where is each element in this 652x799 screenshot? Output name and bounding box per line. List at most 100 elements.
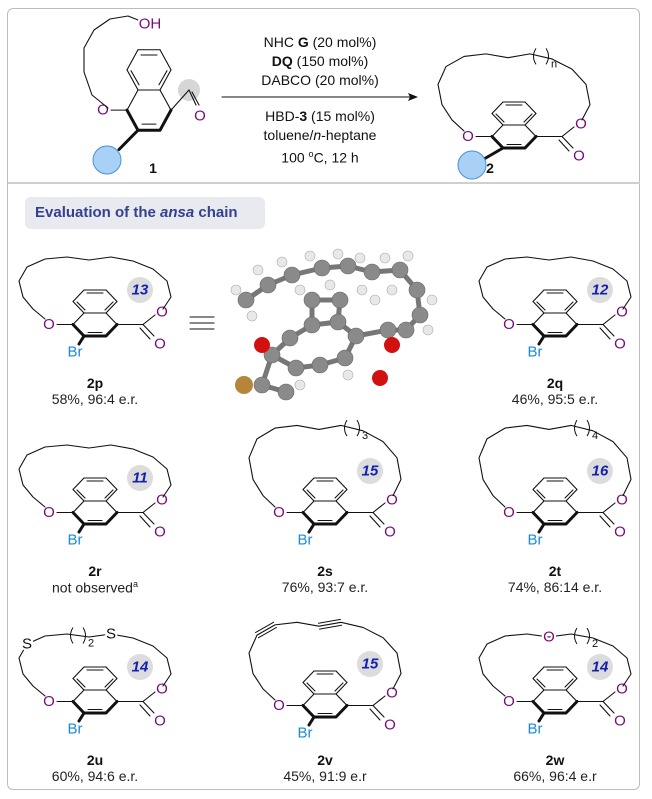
bromine-atom: Br: [68, 344, 83, 361]
ansa-chain: [437, 53, 591, 132]
ring-bond: [72, 488, 85, 502]
ring-bond: [524, 101, 537, 115]
carbon-atom-ball: [331, 291, 349, 309]
aromatic-bond: [104, 489, 114, 499]
aromatic-bond: [564, 489, 574, 499]
repeat-count: 2: [592, 638, 598, 650]
condition-below-line: HBD-3 (15 mol%): [220, 107, 420, 125]
condition-below-line: 100 oC, 12 h: [220, 145, 420, 167]
aromatic-bond: [536, 301, 546, 311]
carbon-atom-ball: [408, 281, 426, 299]
yield-er-text: 60%, 94:6 e.r.: [51, 768, 139, 784]
carbonyl-bond: [369, 515, 381, 528]
ring-bond: [565, 677, 578, 691]
ring-bond: [524, 124, 537, 138]
ring-bond: [105, 689, 118, 703]
compound-label: 2p: [86, 375, 104, 391]
repeat-count: n: [551, 58, 557, 70]
ring-bond: [159, 89, 172, 111]
ring-bond: [335, 681, 348, 695]
repeat-bracket-left: [574, 419, 578, 437]
title-pre: Evaluation of the: [35, 204, 161, 221]
carbonyl-bond: [602, 323, 615, 337]
oxygen-atom: O: [97, 102, 109, 119]
repeat-count: 2: [88, 638, 94, 650]
ring-bond: [532, 300, 545, 314]
condition-text: (150 mol%): [292, 53, 369, 69]
footnote-marker: a: [132, 579, 138, 589]
title-post: chain: [194, 204, 238, 221]
bold-ring-bonds: [125, 108, 173, 132]
ring-bond: [302, 500, 315, 514]
bromine-atom: Br: [68, 532, 83, 549]
condition-text: HBD-: [265, 108, 300, 124]
carbon-atom-ball: [283, 266, 301, 284]
compound-result: 74%, 86:14 e.r.: [508, 579, 602, 595]
repeat-bracket-left: [574, 627, 578, 645]
condition-sup: o: [308, 149, 314, 159]
ring-bond: [72, 500, 85, 514]
repeat-bracket-right: [586, 627, 590, 645]
bromine-atom: Br: [298, 532, 313, 549]
condition-text: toluene/: [263, 127, 314, 143]
compound-label: 2q: [546, 375, 564, 391]
crystal-structure-model: [230, 248, 438, 401]
carbonyl-oxygen: O: [154, 524, 166, 541]
hydroxyalkyl-chain: [83, 15, 139, 109]
yield-er-text: not observed: [52, 579, 133, 596]
hydrogen-atom-ball: [246, 310, 258, 322]
ring-bond: [159, 49, 172, 71]
ring-size-badge: [127, 654, 153, 680]
bold-ring-bonds: [490, 135, 538, 150]
bromine-atom: Br: [528, 532, 543, 549]
compound-label: 2u: [86, 752, 104, 768]
carbon-atom-ball: [339, 257, 357, 275]
ring-size-number: 15: [362, 656, 379, 673]
ring-bond: [565, 666, 578, 680]
bold-ring-bonds: [301, 704, 349, 719]
ring-bond: [105, 289, 118, 303]
ester-oxygen: O: [616, 681, 628, 698]
alkyne-bond: [319, 624, 343, 630]
condition-bold: G: [297, 34, 309, 50]
repeat-bracket-left: [70, 627, 74, 644]
ansa-chain: [18, 633, 172, 697]
compound-result: 58%, 96:4 e.r.: [52, 391, 138, 407]
ansa-chain: [478, 424, 632, 508]
ring-bond: [532, 488, 545, 502]
ring-size-number: 11: [132, 470, 148, 487]
ansa-chain: [478, 256, 632, 320]
ester-oxygen: O: [156, 492, 168, 509]
aromatic-bond: [564, 678, 574, 688]
hydrogen-atom-ball: [422, 324, 434, 336]
hydrogen-atom-ball: [369, 294, 381, 306]
hydrogen-atom-ball: [386, 284, 398, 296]
bromo-bond: [307, 522, 316, 534]
ring-bond: [532, 312, 545, 326]
carbonyl-bond: [191, 91, 200, 106]
carbon-atom-ball: [253, 376, 271, 394]
carbon-atom-ball: [313, 259, 331, 277]
ansa-chain: [478, 633, 632, 697]
condition-text: 100: [281, 149, 309, 166]
carbon-atom-ball: [311, 356, 329, 374]
aromatic-bond: [495, 113, 505, 123]
bold-ring-bonds: [531, 511, 579, 526]
repeat-bracket-right: [586, 419, 590, 437]
ester-bond: [602, 502, 616, 514]
ring-bond: [126, 49, 139, 71]
hydrogen-atom-ball: [276, 256, 288, 268]
product-label: 2: [486, 160, 494, 176]
bold-ring-bonds: [531, 323, 579, 338]
carbonyl-oxygen: O: [573, 148, 585, 165]
aromatic-bond: [104, 301, 114, 311]
yield-er-text: 58%, 96:4 e.r.: [51, 391, 139, 407]
hydrogen-atom-ball: [356, 284, 368, 296]
carbonyl-oxygen: O: [614, 336, 626, 353]
carbonyl-bond: [372, 704, 385, 718]
aromatic-bond: [76, 489, 86, 499]
carbonyl-bond: [372, 511, 385, 525]
ring-bond: [565, 488, 578, 502]
oxygen-atom-ball: [372, 370, 388, 386]
yield-er-text: 45%, 91:9 e.r: [283, 768, 367, 784]
